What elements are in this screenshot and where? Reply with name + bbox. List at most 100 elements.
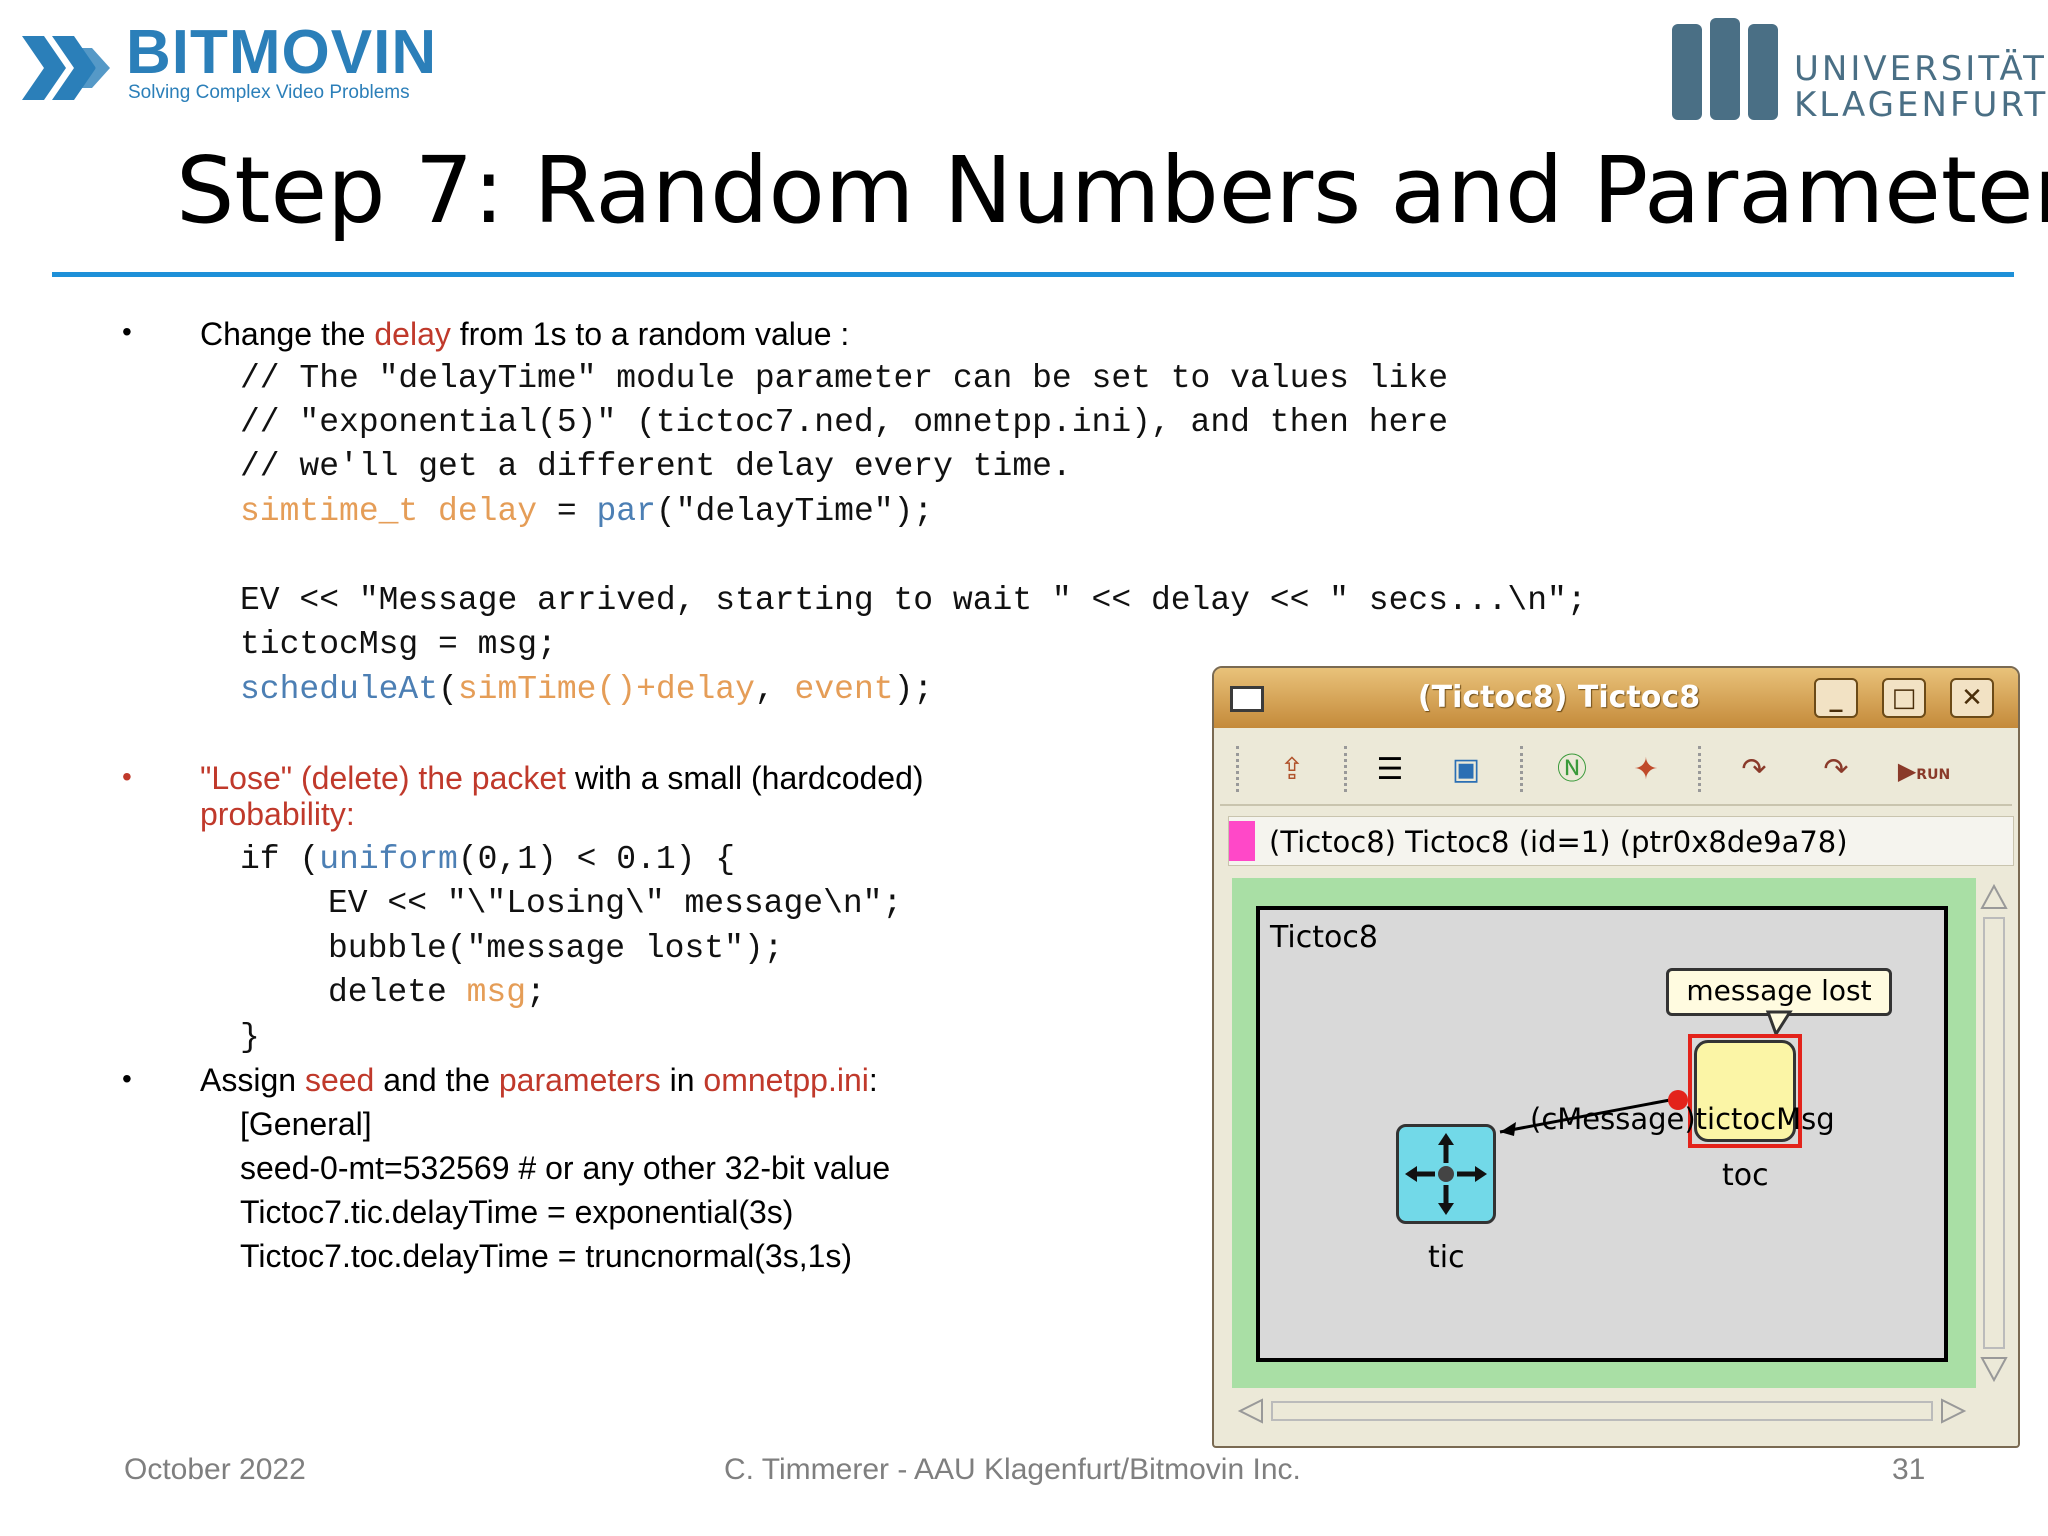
bullet2-lose-phrase: "Lose" (delete) the packet [200,760,567,796]
go-up-icon[interactable]: ⇪ [1279,753,1305,786]
code-line: // we'll get a different delay every tim… [240,448,1072,485]
message-dot-icon [1668,1090,1688,1110]
scroll-arrows-icon [1980,883,2008,1383]
code-token: , [754,671,795,708]
window-menu-icon[interactable] [1230,686,1264,712]
code-token: delete [328,974,467,1011]
bullet3-text: Assign seed and the parameters in omnetp… [200,1064,878,1096]
slide-title: Step 7: Random Numbers and Parameter [176,137,2048,244]
code-token: if ( [240,841,320,878]
bullet3-parameters-keyword: parameters [498,1062,661,1098]
code-token: ); [893,671,934,708]
code-token: = [537,493,597,530]
code-line: simtime_t delay = par("delayTime"); [240,495,933,528]
toc-selection-frame [1688,1034,1802,1148]
footer-author: C. Timmerer - AAU Klagenfurt/Bitmovin In… [724,1453,1301,1486]
bullet2-probability: probability: [200,796,355,832]
message-bubble: message lost [1666,968,1892,1016]
code-token: uniform [319,841,458,878]
university-emblem-icon [1672,18,1778,120]
bullet1-delay-keyword: delay [374,316,451,352]
bullet1-text: Change the delay from 1s to a random val… [200,318,849,350]
ini-line: [General] [240,1106,372,1142]
window-title: (Tictoc8) Tictoc8 [1417,680,1701,715]
toolbar-separator [1236,746,1242,792]
university-logo: UNIVERSITÄT KLAGENFURT [1672,18,2045,123]
code-line: EV << "\"Losing\" message\n"; [328,885,903,922]
close-button[interactable]: ✕ [1950,678,1994,718]
code-line: tictocMsg = msg; [240,626,557,663]
university-name-line1: UNIVERSITÄT [1794,49,2047,89]
bullet-dot: • [122,316,132,347]
bitmovin-logo: BITMOVIN Solving Complex Video Problems [22,10,442,115]
tic-node[interactable] [1396,1124,1496,1224]
toc-label: toc [1722,1158,1769,1193]
toolbar-separator [1698,746,1704,792]
run-label: RUN [1916,767,1951,783]
horizontal-scrollbar[interactable] [1232,1394,1976,1428]
code-token: par [596,493,656,530]
code-token: event [794,671,894,708]
arrowhead-icon [1500,1122,1516,1136]
code-token: simtime_t delay [240,493,538,530]
scroll-arrows-icon [1237,1398,1967,1424]
code-line: scheduleAt(simTime()+delay, event); [240,673,933,706]
network-frame: Tictoc8 message lost [1256,906,1948,1362]
code-line: // "exponential(5)" (tictoc7.ned, omnetp… [240,404,1448,441]
bullet-dot: • [122,761,132,792]
maximize-button[interactable]: □ [1882,678,1926,718]
network-icon[interactable]: Ⓝ [1557,753,1587,786]
code-token: (0,1) < 0.1) { [457,841,736,878]
ini-line: seed-0-mt=532569 # or any other 32-bit v… [240,1150,891,1186]
bullet3-part: in [660,1062,704,1098]
step-icon[interactable]: ↷ [1741,753,1767,786]
bullet-dot: • [122,1063,132,1094]
code-line: // The "delayTime" module parameter can … [240,360,1448,397]
bitmovin-chevron-icon [22,36,110,100]
code-token: ("delayTime"); [655,493,934,530]
bullet3-part: : [868,1062,878,1098]
bullet3-ini-keyword: omnetpp.ini [703,1062,869,1098]
code-line: if (uniform(0,1) < 0.1) { [240,843,735,876]
code-line: } [240,1019,260,1056]
minimize-button[interactable]: _ [1814,678,1858,718]
bullet1-part1: Change the [200,316,375,352]
bitmovin-wordmark: BITMOVIN [126,18,438,87]
rocket-icon[interactable]: ✦ [1633,753,1659,786]
network-label: Tictoc8 [1270,920,1378,955]
bullet3-part: Assign [200,1062,305,1098]
window-titlebar[interactable]: (Tictoc8) Tictoc8 _ □ ✕ [1214,668,2018,728]
toolbar-separator [1520,746,1526,792]
footer-date: October 2022 [124,1453,306,1486]
code-line: EV << "Message arrived, starting to wait… [240,582,1587,619]
toc-node[interactable] [1694,1040,1796,1142]
bullet3-part: and the [374,1062,499,1098]
run-button[interactable]: ▶RUN [1897,758,1951,785]
bullet2-part2: with a small (hardcoded) [566,760,924,796]
router-icon [1405,1133,1487,1215]
module-info-text: (Tictoc8) Tictoc8 (id=1) (ptr0x8de9a78) [1269,825,1848,859]
page-number: 31 [1892,1453,1926,1486]
code-token: ( [438,671,458,708]
module-info-bar: (Tictoc8) Tictoc8 (id=1) (ptr0x8de9a78) [1228,816,2014,866]
bullet2-text: "Lose" (delete) the packet with a small … [200,762,924,794]
code-token: simTime()+delay [457,671,755,708]
code-line: bubble("message lost"); [328,930,784,967]
module-color-swatch [1229,821,1255,861]
network-canvas[interactable]: Tictoc8 message lost [1232,878,1976,1388]
inspector-icon[interactable]: ▣ [1451,753,1481,786]
bullet3-seed-keyword: seed [304,1062,375,1098]
ini-line: Tictoc7.tic.delayTime = exponential(3s) [240,1194,794,1230]
bullet1-part3: from 1s to a random value : [450,316,850,352]
connection-line [1499,1098,1671,1134]
code-token: ; [526,974,546,1011]
network-connections [1499,1010,1793,1136]
vertical-scrollbar[interactable] [1976,878,2012,1388]
window-toolbar: ⇪ ☰ ▣ Ⓝ ✦ ↷ ↷ ▶RUN [1220,736,2012,806]
fast-step-icon[interactable]: ↷ [1823,753,1849,786]
object-list-icon[interactable]: ☰ [1376,753,1404,786]
omnet-window: (Tictoc8) Tictoc8 _ □ ✕ ⇪ ☰ ▣ Ⓝ ✦ ↷ ↷ ▶R… [1212,666,2020,1448]
code-line: delete msg; [328,976,546,1009]
ini-line: Tictoc7.toc.delayTime = truncnormal(3s,1… [240,1238,853,1274]
code-token: msg [466,974,527,1011]
